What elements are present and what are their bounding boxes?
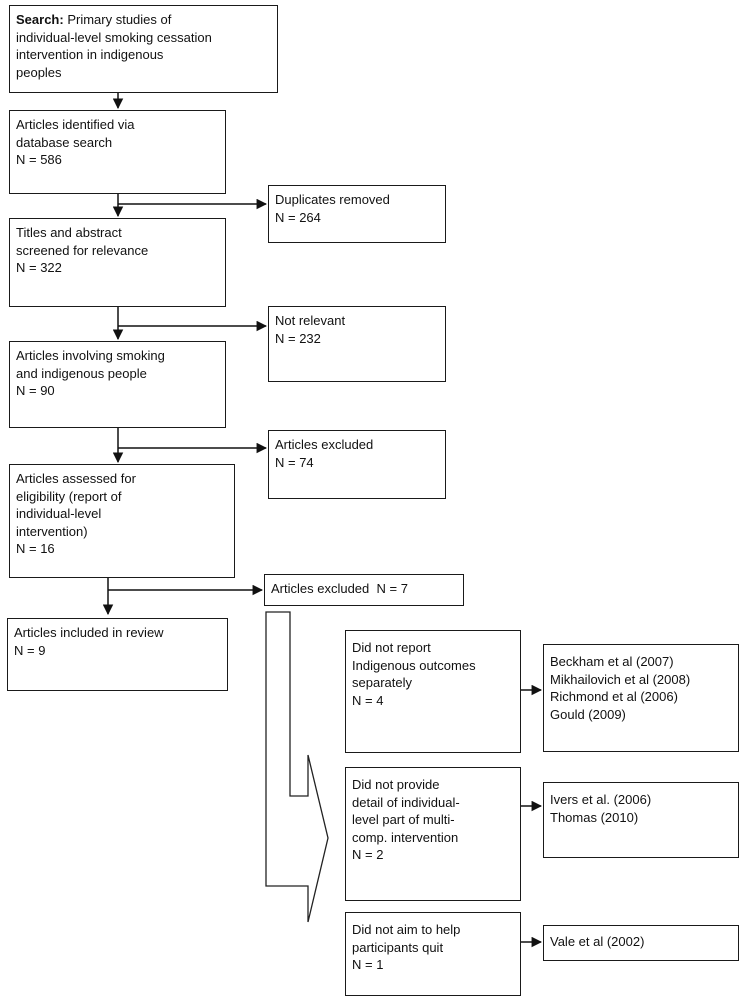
involving-box: Articles involving smoking and indigenou… [9, 341, 226, 428]
assessed-text-line: intervention) [16, 523, 88, 539]
involving-text-line: N = 90 [16, 383, 55, 398]
study-citation: Beckham et al (2007) [550, 654, 674, 669]
excluded-7-text-line: Articles excluded N = 7 [271, 581, 408, 596]
included-text-line: N = 9 [14, 642, 46, 658]
search-box: Search: Primary studies of individual-le… [9, 5, 278, 93]
search-text-line: peoples [16, 64, 62, 80]
studies-2-box: Ivers et al. (2006) Thomas (2010) [543, 782, 739, 858]
study-citation: Richmond et al (2006) [550, 689, 678, 704]
reason-3-text-line: Did not aim to help [352, 922, 461, 937]
search-text-line: individual-level smoking cessation [16, 29, 212, 45]
assessed-text-line: eligibility (report of [16, 488, 122, 504]
bracket-arrow-shape [265, 611, 329, 923]
assessed-text-line: Articles assessed for [16, 471, 136, 486]
assessed-box: Articles assessed for eligibility (repor… [9, 464, 235, 578]
reason-3-text-line: N = 1 [352, 957, 384, 972]
screened-box: Titles and abstract screened for relevan… [9, 218, 226, 307]
screened-text-line: screened for relevance [16, 242, 149, 258]
excluded-74-text-line: N = 74 [275, 454, 314, 470]
reason-3-text-line: participants quit [352, 939, 444, 955]
search-text-line: intervention in indigenous [16, 47, 164, 62]
reason-1-text-line: N = 4 [352, 692, 384, 708]
reason-2-text-line: level part of multi- [352, 812, 455, 827]
reason-1-box: Did not report Indigenous outcomes separ… [345, 630, 521, 753]
reason-1-text-line: Did not report [352, 640, 431, 655]
excluded-7-box: Articles excluded N = 7 [264, 574, 464, 606]
reason-2-text-line: Did not provide [352, 777, 440, 792]
not-relevant-box: Not relevant N = 232 [268, 306, 446, 382]
study-citation: Mikhailovich et al (2008) [550, 671, 691, 687]
reason-2-box: Did not provide detail of individual- le… [345, 767, 521, 901]
study-citation: Vale et al (2002) [550, 934, 645, 949]
identified-box: Articles identified via database search … [9, 110, 226, 194]
reason-3-box: Did not aim to help participants quit N … [345, 912, 521, 996]
reason-2-text-line: detail of individual- [352, 794, 460, 810]
assessed-text-line: individual-level [16, 506, 102, 521]
search-text-line: Primary studies of [67, 12, 172, 27]
search-label: Search: [16, 12, 64, 27]
excluded-74-box: Articles excluded N = 74 [268, 430, 446, 499]
duplicates-text-line: Duplicates removed [275, 192, 390, 207]
studies-3-box: Vale et al (2002) [543, 925, 739, 961]
study-citation: Gould (2009) [550, 706, 626, 722]
reason-2-text-line: comp. intervention [352, 829, 459, 845]
screened-text-line: Titles and abstract [16, 225, 122, 240]
not-relevant-text-line: Not relevant [275, 313, 346, 328]
reason-1-text-line: separately [352, 675, 412, 690]
involving-text-line: Articles involving smoking [16, 348, 165, 363]
reason-1-text-line: Indigenous outcomes [352, 657, 476, 673]
duplicates-text-line: N = 264 [275, 209, 321, 225]
not-relevant-text-line: N = 232 [275, 330, 321, 346]
study-citation: Thomas (2010) [550, 809, 639, 825]
screened-text-line: N = 322 [16, 260, 62, 275]
studies-1-box: Beckham et al (2007) Mikhailovich et al … [543, 644, 739, 752]
included-text-line: Articles included in review [14, 625, 164, 640]
reason-2-text-line: N = 2 [352, 847, 384, 862]
involving-text-line: and indigenous people [16, 365, 147, 381]
duplicates-box: Duplicates removed N = 264 [268, 185, 446, 243]
excluded-74-text-line: Articles excluded [275, 437, 374, 452]
identified-text-line: Articles identified via [16, 117, 135, 132]
study-citation: Ivers et al. (2006) [550, 792, 652, 807]
assessed-text-line: N = 16 [16, 541, 55, 556]
identified-text-line: N = 586 [16, 152, 62, 167]
identified-text-line: database search [16, 134, 113, 150]
included-box: Articles included in review N = 9 [7, 618, 228, 691]
